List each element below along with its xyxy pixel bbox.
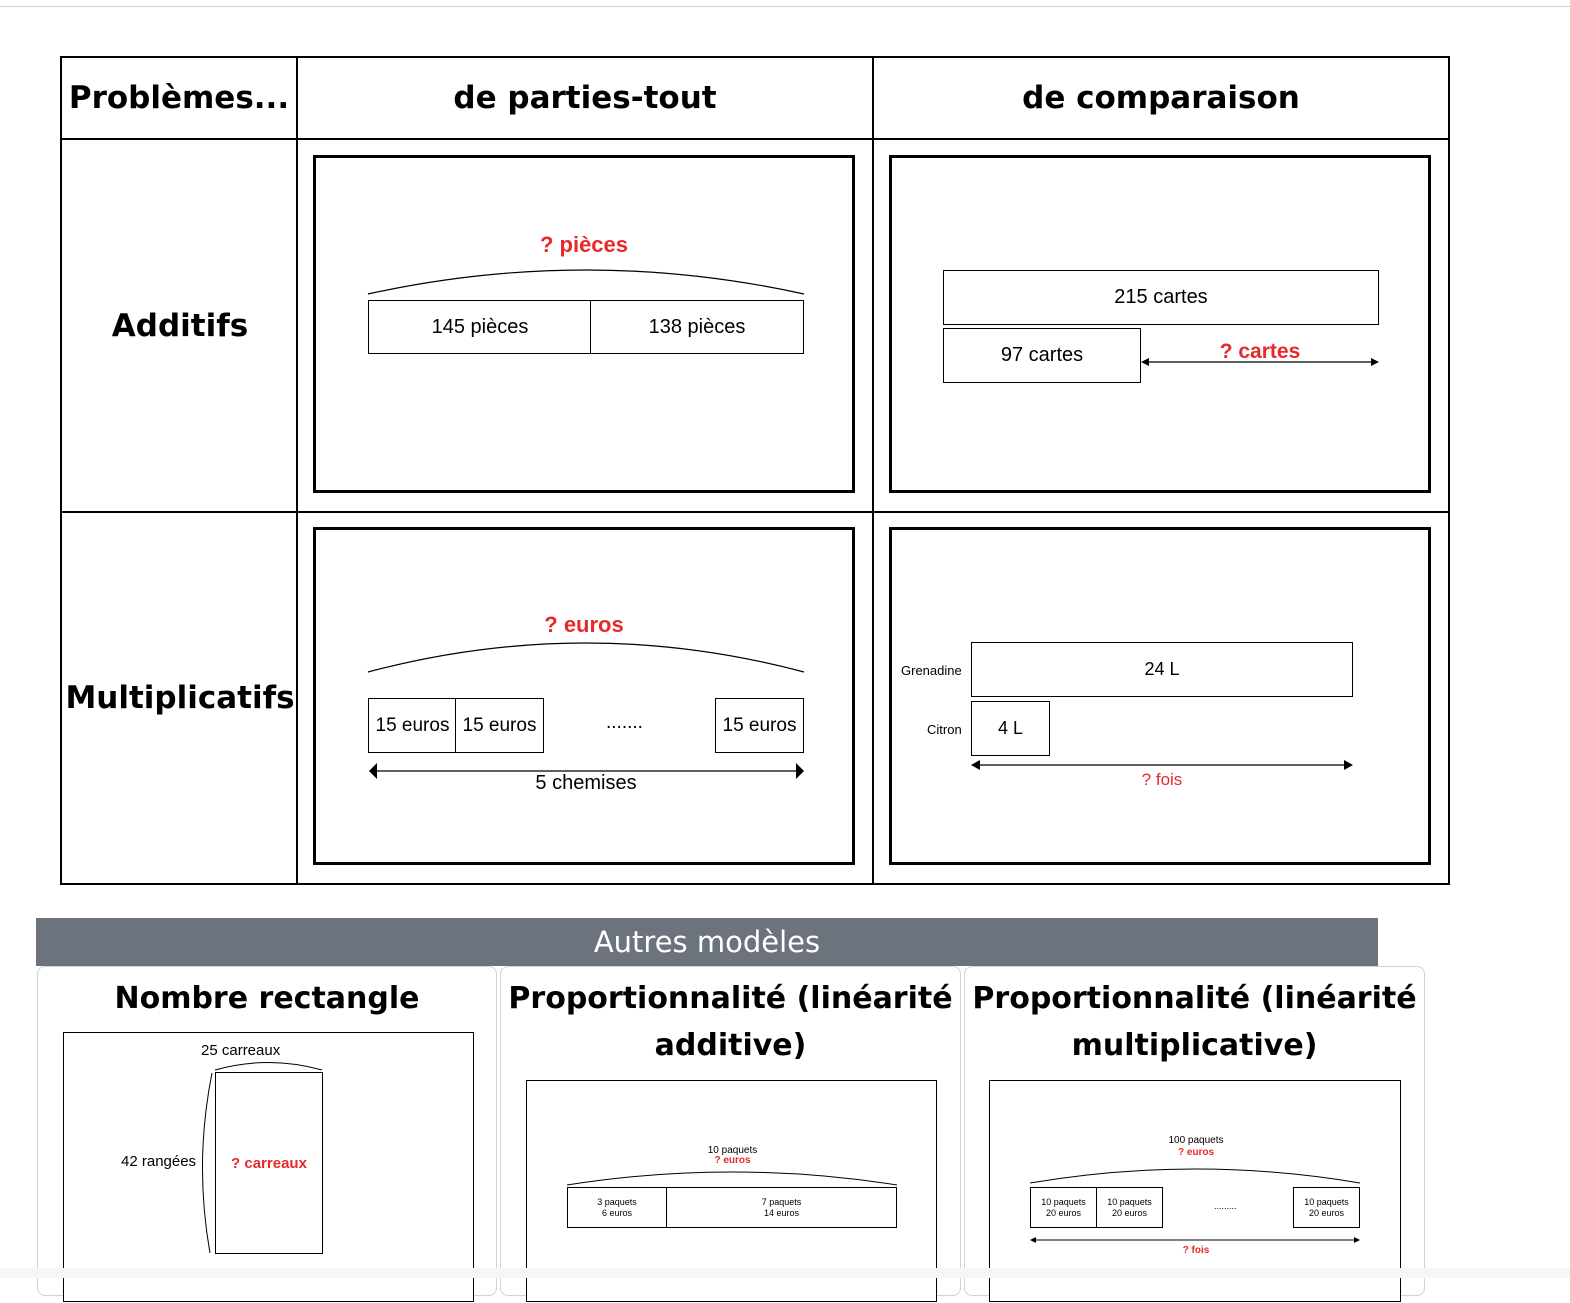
label-grenadine: Grenadine [901, 663, 962, 678]
header-problems: Problèmes... [68, 80, 290, 116]
factor-label: ? fois [1141, 770, 1183, 789]
unknown-difference-label: ? cartes [1219, 340, 1301, 363]
unknown-total-label: ? euros [1177, 1147, 1215, 1158]
top-divider [0, 6, 1570, 7]
larger-quantity-box: 215 cartes [943, 270, 1379, 325]
total-brace [566, 1171, 898, 1186]
others-header: Autres modèles [36, 918, 1378, 966]
card-title-line2: additive) [654, 1028, 807, 1063]
unit-box-last: 15 euros [715, 698, 804, 753]
unit-box-2-line1: 10 paquets [1107, 1196, 1152, 1207]
unknown-total-label: ? euros [544, 612, 624, 637]
row-label-additive: Additifs [111, 307, 249, 344]
additive-comparison-diagram: 215 cartes 97 cartes ? cartes [889, 155, 1431, 493]
part-box-2-line2: 14 euros [763, 1207, 800, 1218]
unit-box-last-line2: 20 euros [1308, 1207, 1345, 1218]
ellipsis: ....... [606, 712, 643, 733]
column-divider [872, 58, 874, 883]
problem-types-table: Problèmes... de parties-tout de comparai… [60, 56, 1450, 885]
unknown-total-label: ? pièces [539, 232, 629, 257]
part-box-2: 7 paquets 14 euros [666, 1187, 897, 1228]
multiplicative-parts-whole-diagram: ? euros 15 euros 15 euros ....... 15 eur… [313, 527, 855, 865]
factor-label: ? fois [1182, 1245, 1210, 1256]
unit-box-last: 10 paquets 20 euros [1293, 1187, 1360, 1228]
smaller-quantity-box: 97 cartes [943, 328, 1141, 383]
unit-box-2: 10 paquets 20 euros [1096, 1187, 1163, 1228]
additive-linearity-diagram: 10 paquets ? euros 3 paquets 6 euros 7 p… [526, 1080, 937, 1302]
factor-arrow [971, 760, 1353, 770]
card-nombre-rectangle: Nombre rectangle 25 carreaux ? carreaux … [37, 966, 497, 1302]
dimension-braces [202, 1062, 323, 1254]
part-box-1-line1: 3 paquets [597, 1196, 637, 1207]
card-title: Proportionnalité (linéarité multiplicati… [965, 975, 1424, 1069]
card-title: Nombre rectangle [114, 981, 420, 1016]
top-quantity-label: 10 paquets [707, 1145, 758, 1156]
row-divider [62, 138, 1448, 140]
ellipsis: ......... [1214, 1201, 1237, 1211]
area-rectangle: ? carreaux [215, 1072, 323, 1254]
total-brace [367, 642, 805, 779]
unit-box-2: 15 euros [455, 698, 544, 753]
card-title-line1: Proportionnalité (linéarité [508, 981, 953, 1016]
unit-box-2-line2: 20 euros [1111, 1207, 1148, 1218]
card-title-line1: Proportionnalité (linéarité [972, 981, 1417, 1016]
card-title: Proportionnalité (linéarité additive) [501, 975, 960, 1069]
card-title-line2: multiplicative) [1071, 1028, 1318, 1063]
column-divider [296, 58, 298, 883]
header-parts-whole: de parties-tout [453, 80, 717, 116]
brace-and-arrow [1029, 1168, 1361, 1243]
part-box-1: 3 paquets 6 euros [567, 1187, 667, 1228]
side-dimension-label: 42 rangées [121, 1153, 197, 1170]
part-box-1: 145 pièces [368, 300, 592, 354]
total-brace [367, 269, 805, 295]
top-quantity-label: 100 paquets [1168, 1135, 1224, 1146]
unit-box-last-line1: 10 paquets [1304, 1196, 1349, 1207]
unit-box-1-line2: 20 euros [1045, 1207, 1082, 1218]
bottom-edge [0, 1268, 1570, 1278]
card-linearite-additive: Proportionnalité (linéarité additive) 10… [500, 966, 961, 1302]
label-citron: Citron [927, 722, 962, 737]
difference-arrow [1141, 358, 1379, 366]
multiplicative-linearity-diagram: 100 paquets ? euros 10 paquets 20 euros … [989, 1080, 1401, 1302]
unit-box-1: 15 euros [368, 698, 457, 753]
row-divider [62, 511, 1448, 513]
grenadine-box: 24 L [971, 642, 1353, 697]
additive-parts-whole-diagram: ? pièces 145 pièces 138 pièces [313, 155, 855, 493]
multiplicative-comparison-diagram: Grenadine 24 L Citron 4 L ? fois [889, 527, 1431, 865]
rectangle-diagram: 25 carreaux ? carreaux 42 rangées [63, 1032, 474, 1302]
part-box-2-line1: 7 paquets [761, 1196, 802, 1207]
row-label-multiplicative: Multiplicatifs [65, 680, 295, 716]
part-box-1-line2: 6 euros [601, 1207, 633, 1218]
citron-box: 4 L [971, 701, 1050, 756]
count-label: 5 chemises [535, 772, 637, 794]
unit-box-1: 10 paquets 20 euros [1030, 1187, 1097, 1228]
card-linearite-multiplicative: Proportionnalité (linéarité multiplicati… [964, 966, 1425, 1302]
unit-box-1-line1: 10 paquets [1041, 1196, 1086, 1207]
unknown-total-label: ? euros [714, 1155, 751, 1166]
top-dimension-label: 25 carreaux [201, 1042, 281, 1059]
unknown-area-label: ? carreaux [231, 1154, 307, 1172]
header-comparison: de comparaison [1022, 80, 1300, 116]
part-box-2: 138 pièces [590, 300, 804, 354]
